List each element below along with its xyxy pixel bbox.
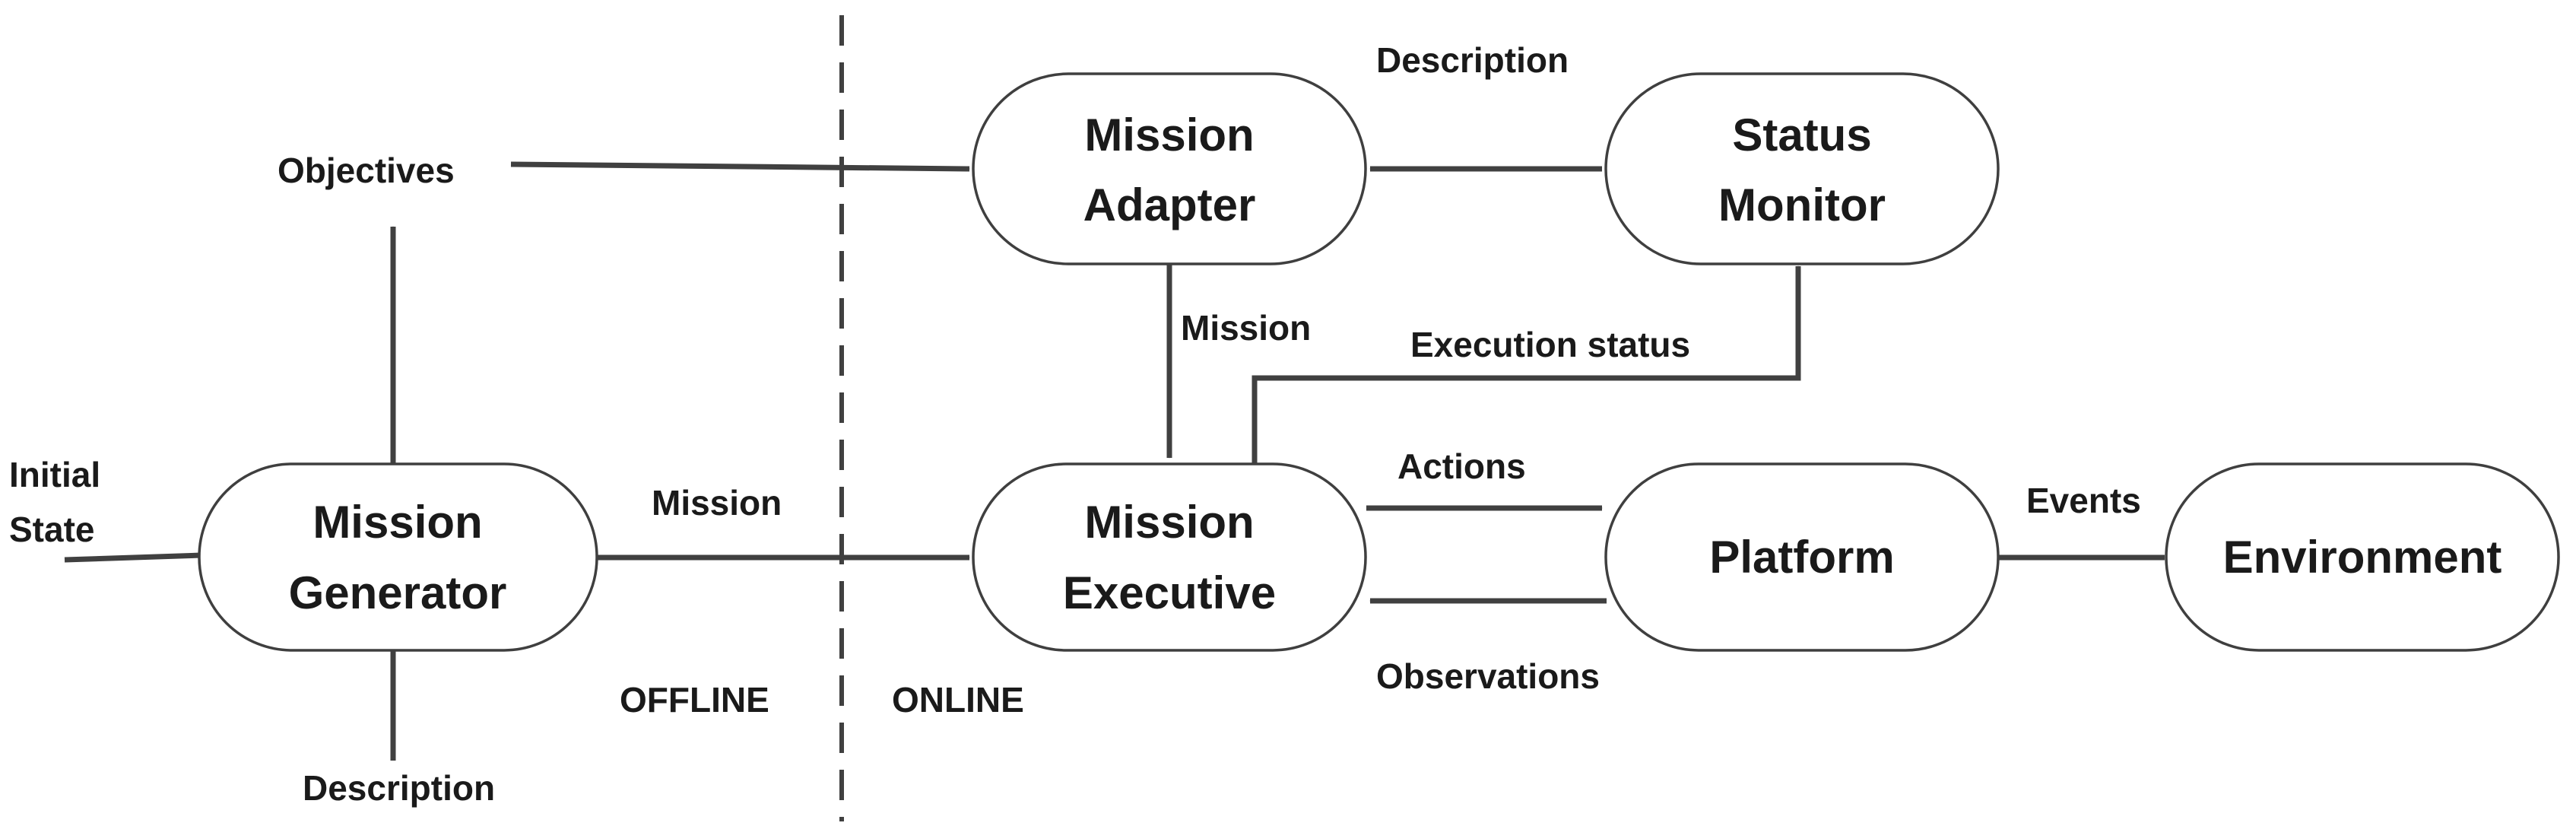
mission-executive-line1: Mission [1084, 497, 1254, 548]
mission-generator-line1: Mission [312, 497, 482, 548]
initial-state-label-line2: State [9, 510, 94, 549]
mission-adapter-line2: Adapter [1083, 179, 1256, 230]
execution-status-label: Execution status [1410, 325, 1690, 364]
mission-adapter-node: Mission Adapter [972, 72, 1367, 265]
mission-generator-node: Mission Generator [198, 462, 598, 652]
mission-right-label: Mission [652, 483, 782, 523]
description-bottom-label: Description [303, 768, 495, 808]
observations-label: Observations [1376, 656, 1600, 696]
environment-node: Environment [2165, 462, 2560, 652]
initial-state-label-line1: Initial [9, 455, 100, 494]
status-monitor-line1: Status [1732, 110, 1871, 160]
description-top-label: Description [1376, 40, 1569, 80]
mission-down-label: Mission [1181, 308, 1311, 348]
initial-state-arrow [64, 552, 202, 563]
platform-node: Platform [1604, 462, 2000, 652]
mission-generator-line2: Generator [289, 567, 507, 618]
platform-label: Platform [1709, 532, 1894, 583]
objectives-label: Objectives [278, 151, 455, 190]
events-label: Events [2026, 481, 2141, 520]
mission-executive-node: Mission Executive [972, 462, 1367, 652]
objectives-to-adapter-arrow [510, 161, 970, 172]
status-monitor-node: Status Monitor [1604, 72, 2000, 265]
actions-label: Actions [1397, 446, 1526, 486]
offline-label: OFFLINE [620, 680, 769, 720]
mission-executive-line2: Executive [1063, 567, 1276, 618]
executive-to-monitor-arrow [1252, 265, 1801, 465]
online-label: ONLINE [892, 680, 1024, 720]
status-monitor-line2: Monitor [1718, 179, 1886, 230]
environment-label: Environment [2223, 532, 2502, 583]
mission-adapter-line1: Mission [1084, 110, 1254, 160]
